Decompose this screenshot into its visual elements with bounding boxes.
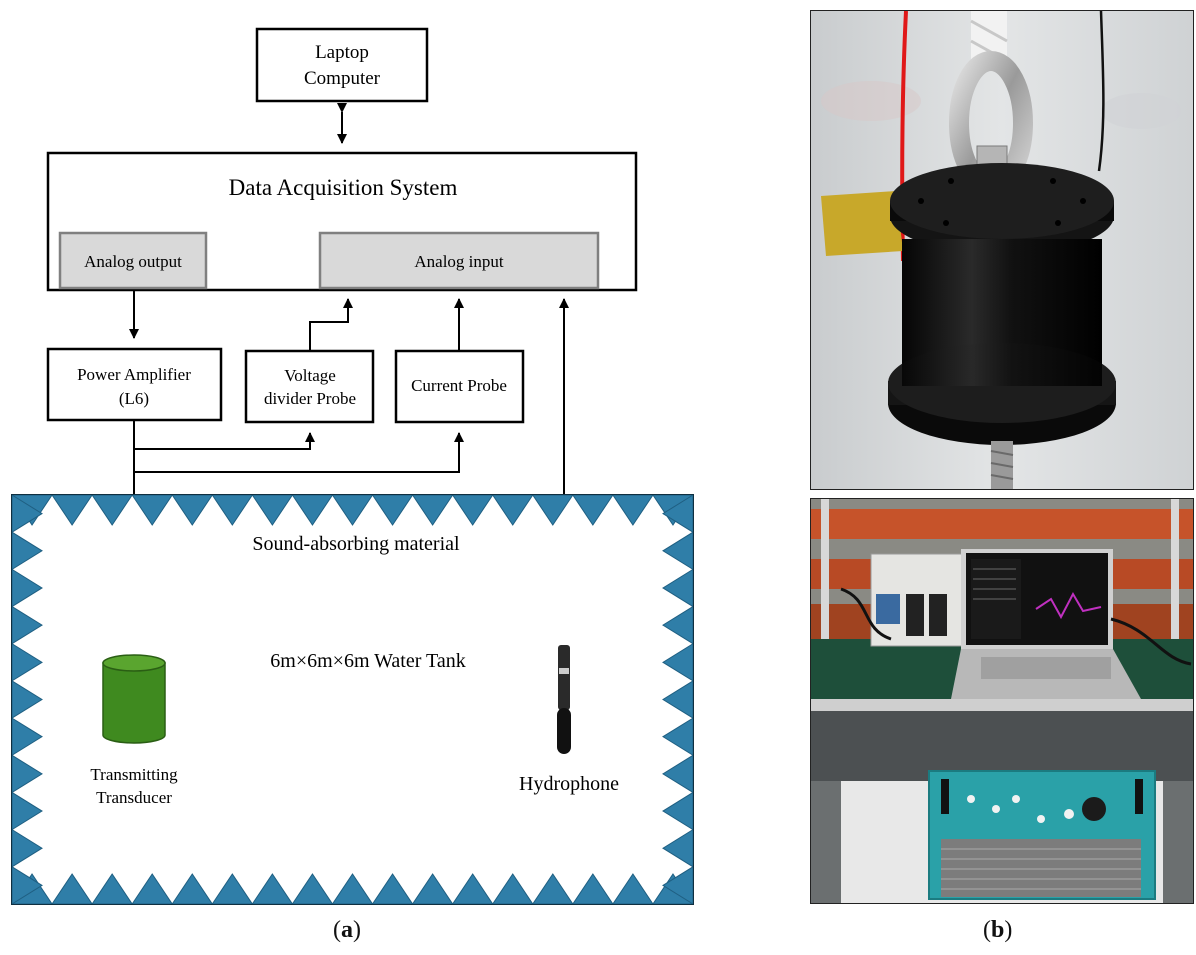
absorber-wedge xyxy=(131,873,174,905)
equipment-photo xyxy=(810,498,1194,904)
absorber-wedge xyxy=(411,494,454,526)
absorber-wedge xyxy=(662,680,694,719)
absorber-wedge xyxy=(491,494,534,526)
absorber-wedge xyxy=(251,494,294,526)
amp-to-voltage-probe-line xyxy=(134,432,315,450)
absorber-wedge xyxy=(171,873,214,905)
absorber-wedge xyxy=(571,873,614,905)
sound-absorbing-cones xyxy=(11,494,694,905)
absorber-wedge xyxy=(171,494,214,526)
absorber-wedge xyxy=(662,717,694,757)
voltage-probe-box xyxy=(244,349,375,424)
absorber-wedge xyxy=(11,605,43,645)
absorber-wedge xyxy=(451,873,494,905)
absorber-wedge xyxy=(531,494,574,526)
power-amplifier-box xyxy=(46,347,223,422)
voltage-probe-line1: Voltage xyxy=(284,366,336,385)
absorber-wedge xyxy=(11,568,43,608)
absorber-wedge xyxy=(531,873,574,905)
absorber-wedge xyxy=(662,605,694,645)
amp-to-current-probe-line xyxy=(134,432,464,473)
transmitting-transducer xyxy=(102,654,166,744)
voltage-to-input-arrow xyxy=(309,298,353,351)
absorber-wedge xyxy=(571,494,614,526)
transducer-label-line1: Transmitting xyxy=(90,765,178,784)
analog-output-box xyxy=(58,231,208,290)
absorber-wedge xyxy=(491,873,534,905)
absorber-wedge xyxy=(11,494,43,534)
absorber-wedge xyxy=(11,717,43,757)
absorber-wedge xyxy=(371,494,414,526)
absorber-wedge xyxy=(662,642,694,682)
absorber-wedge xyxy=(291,873,334,905)
absorber-wedge xyxy=(11,531,43,571)
laptop-box xyxy=(255,27,429,103)
caption-a: (a) xyxy=(333,917,361,943)
absorber-wedge xyxy=(11,828,43,868)
current-probe-box xyxy=(394,349,525,424)
absorber-wedge xyxy=(91,494,134,526)
analog-input-box xyxy=(318,231,600,290)
absorber-wedge xyxy=(11,865,43,905)
absorber-wedge xyxy=(331,494,374,526)
absorber-wedge xyxy=(611,873,654,905)
absorber-wedge xyxy=(371,873,414,905)
analog-output-label: Analog output xyxy=(84,252,182,271)
sound-absorbing-label: Sound-absorbing material xyxy=(252,533,460,555)
absorber-wedge xyxy=(11,642,43,682)
absorber-wedge xyxy=(131,494,174,526)
absorber-wedge xyxy=(662,531,694,571)
setup-diagram: Laptop Computer Data Acquisition System … xyxy=(11,27,694,905)
power-amplifier-line2: (L6) xyxy=(119,389,149,408)
absorber-wedge xyxy=(51,873,94,905)
absorber-wedge xyxy=(11,791,43,831)
caption-b-letter: b xyxy=(991,917,1005,943)
absorber-wedge xyxy=(662,494,694,534)
caption-a-letter: a xyxy=(341,917,353,943)
voltage-probe-line2: divider Probe xyxy=(264,389,356,408)
current-probe-label: Current Probe xyxy=(411,376,507,395)
absorber-wedge xyxy=(411,873,454,905)
absorber-wedge xyxy=(451,494,494,526)
transducer-photo xyxy=(810,10,1194,490)
transducer-label-line2: Transducer xyxy=(96,788,172,807)
absorber-wedge xyxy=(91,873,134,905)
water-tank-label: 6m×6m×6m Water Tank xyxy=(270,650,465,672)
absorber-wedge xyxy=(611,494,654,526)
absorber-wedge xyxy=(662,791,694,831)
hydrophone-label: Hydrophone xyxy=(519,773,619,795)
power-amplifier-line1: Power Amplifier xyxy=(77,365,191,384)
absorber-wedge xyxy=(662,568,694,608)
absorber-wedge xyxy=(211,873,254,905)
hydrophone xyxy=(557,645,571,754)
daq-title: Data Acquisition System xyxy=(229,175,458,200)
absorber-wedge xyxy=(11,754,43,794)
absorber-wedge xyxy=(11,680,43,719)
absorber-wedge xyxy=(331,873,374,905)
analog-input-label: Analog input xyxy=(414,252,504,271)
laptop-label-line1: Laptop xyxy=(315,42,369,63)
absorber-wedge xyxy=(662,865,694,905)
laptop-label-line2: Computer xyxy=(304,68,381,89)
absorber-wedge xyxy=(51,494,94,526)
absorber-wedge xyxy=(211,494,254,526)
caption-b: (b) xyxy=(983,917,1013,943)
absorber-wedge xyxy=(662,828,694,868)
absorber-wedge xyxy=(291,494,334,526)
absorber-wedge xyxy=(251,873,294,905)
absorber-wedge xyxy=(662,754,694,794)
